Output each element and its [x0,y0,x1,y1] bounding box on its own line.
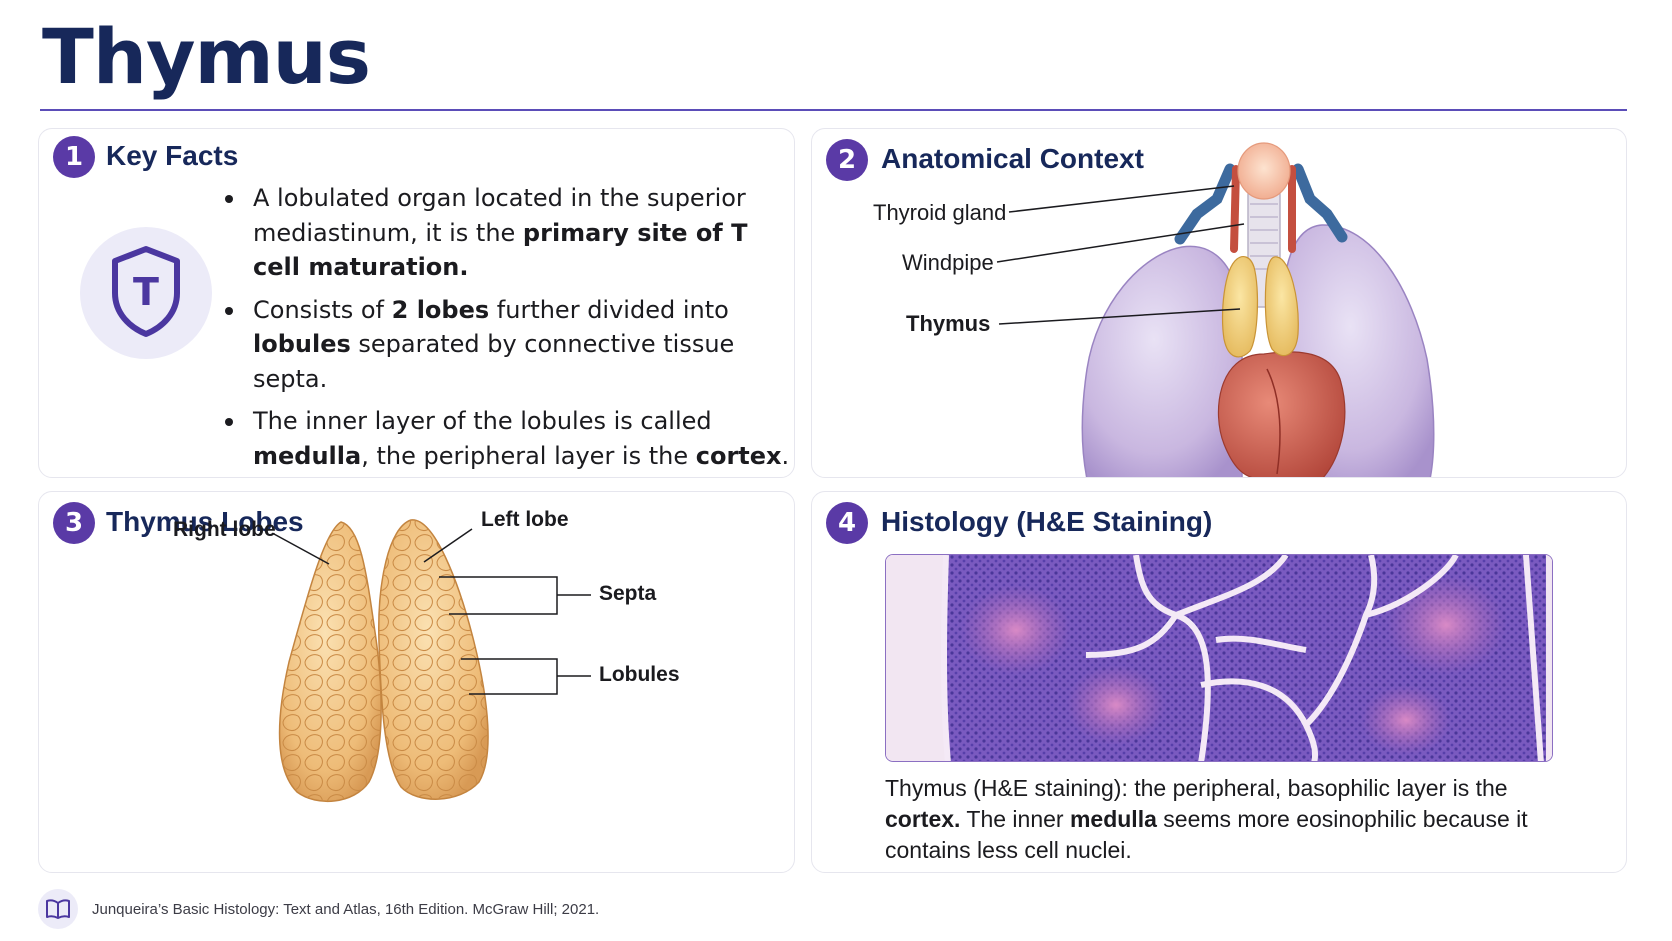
section-title: Anatomical Context [881,143,1144,174]
anatomical-context-panel: 2 Anatomical Context [811,128,1627,478]
windpipe-label: Windpipe [902,250,994,275]
heart [1217,351,1346,477]
section-title: Key Facts [106,140,239,171]
thymus-label: Thymus [906,311,991,336]
section-number: 4 [826,502,868,544]
title-divider [40,109,1627,111]
list-item: Consists of 2 lobes further divided into… [225,293,793,397]
right-lobe-label: Right lobe [173,518,276,541]
section-title: Thymus Lobes [106,506,304,537]
right-lobe-leader [273,533,330,565]
key-facts-list: A lobulated organ located in the superio… [225,181,793,477]
book-icon [38,889,78,929]
windpipe-leader-line [996,223,1245,263]
septa-label: Septa [599,582,657,605]
page-title: Thymus [42,12,371,101]
lung-right [1081,245,1243,477]
histology-panel: 4 Histology (H&E Staining) [811,491,1627,873]
lobules-label: Lobules [599,663,680,686]
chest-anatomy-illustration [996,142,1435,477]
histology-caption: Thymus (H&E staining): the peripheral, b… [885,775,1528,863]
section-title: Histology (H&E Staining) [881,506,1213,537]
reference-text: Junqueira’s Basic Histology: Text and At… [92,900,600,918]
thymus-lobes-panel: 3 Thymus Lobes Right lobe Left lobe Sept… [38,491,795,873]
section-number: 3 [53,502,95,544]
thymus-leader-line [998,308,1241,325]
left-lobe-label: Left lobe [481,508,569,531]
histology-micrograph [885,554,1553,762]
shield-t-icon: T [80,227,212,359]
thyroid-leader-line [1008,185,1235,213]
thyroid-gland-label: Thyroid gland [873,200,1007,225]
list-item: The inner layer of the lobules is called… [225,404,793,473]
thyroid-gland [1237,142,1291,200]
section-number: 1 [53,136,95,178]
key-facts-panel: 1 Key Facts T A lobulated organ located … [38,128,795,478]
thymus-organ [1221,256,1259,358]
svg-text:T: T [133,270,159,314]
section-number: 2 [826,139,868,181]
left-lobe-leader [423,528,473,563]
list-item: A lobulated organ located in the superio… [225,181,793,285]
thymus-lobes-illustration [273,519,591,803]
footer: Junqueira’s Basic Histology: Text and At… [38,889,599,929]
